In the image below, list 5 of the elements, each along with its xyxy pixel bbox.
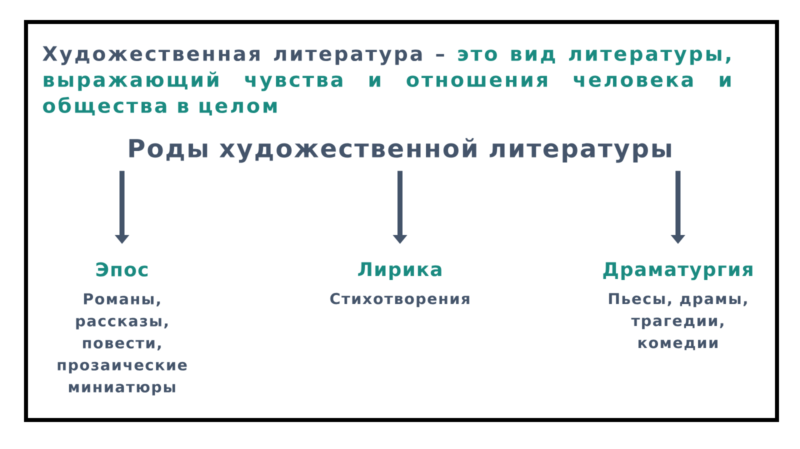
category-text: Драматургия Пьесы, драмы, трагедии, комедии [603, 262, 752, 350]
category-text: Эпос Романы, рассказы, повести, прозаические миниатюры [58, 262, 187, 396]
category-text: Лирика Стихотворения [330, 262, 470, 308]
definition-text: Художественная литература – это вид литературы, выражающий чувства и отношения человека и общества в целом [42, 46, 731, 116]
heading: Роды художественной литературы [129, 138, 671, 163]
